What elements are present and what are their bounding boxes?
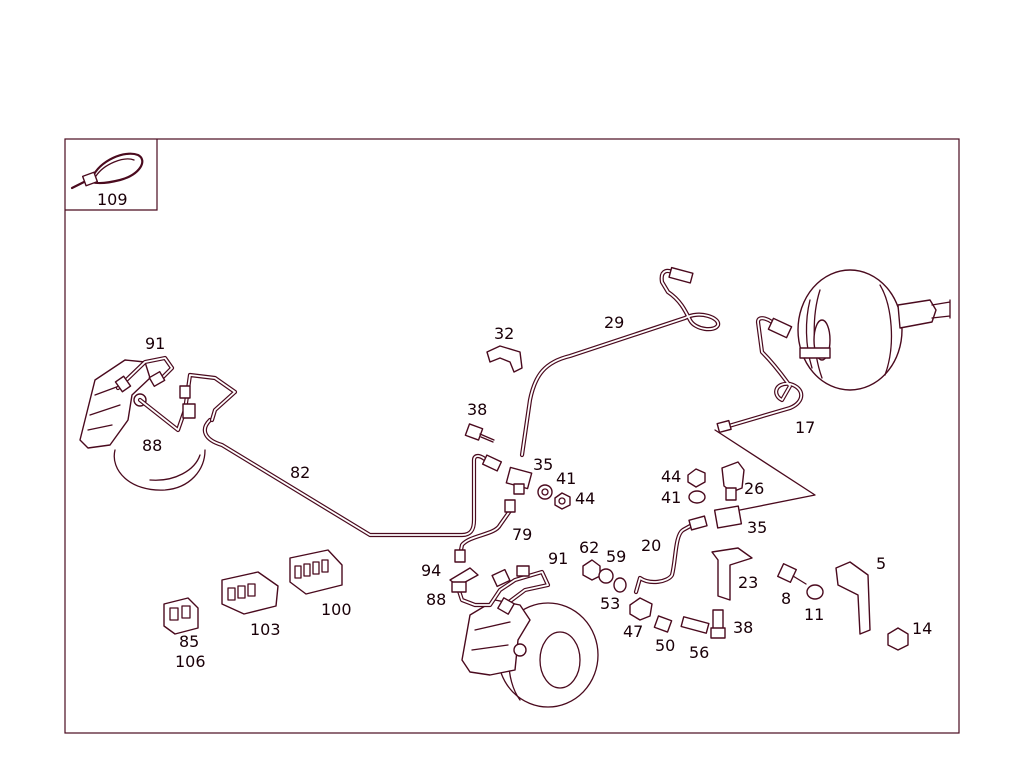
callout-106: 106 <box>175 652 206 671</box>
leader-lines <box>714 429 816 511</box>
callout-14: 14 <box>912 619 932 638</box>
callout-29: 29 <box>604 313 624 332</box>
callout-11: 11 <box>804 605 824 624</box>
connector-block-100-icon <box>289 549 343 595</box>
inset-label: 109 <box>97 190 128 209</box>
callout-59: 59 <box>606 547 626 566</box>
inset-box <box>65 139 158 211</box>
callout-85: 85 <box>179 632 199 651</box>
callout-8: 8 <box>781 589 791 608</box>
callout-53: 53 <box>600 594 620 613</box>
callout-20: 20 <box>641 536 661 555</box>
callout-17: 17 <box>795 418 815 437</box>
callout-44b: 44 <box>661 467 681 486</box>
callout-79: 79 <box>512 525 532 544</box>
cable-tie-icon <box>70 152 144 190</box>
callout-47: 47 <box>623 622 643 641</box>
callout-94: 94 <box>421 561 441 580</box>
right-brake-caliper-icon <box>461 599 599 708</box>
callout-62: 62 <box>579 538 599 557</box>
fittings <box>114 266 909 651</box>
callout-32: 32 <box>494 324 514 343</box>
callout-23: 23 <box>738 573 758 592</box>
callout-38b: 38 <box>733 618 753 637</box>
connector-block-85-icon <box>163 597 199 635</box>
callout-26: 26 <box>744 479 764 498</box>
callout-41b: 41 <box>661 488 681 507</box>
callout-5: 5 <box>876 554 886 573</box>
diagram-frame <box>64 138 960 734</box>
callout-91b: 91 <box>548 549 568 568</box>
callout-103: 103 <box>250 620 281 639</box>
callout-100: 100 <box>321 600 352 619</box>
callout-50: 50 <box>655 636 675 655</box>
brake-booster-icon <box>797 269 951 391</box>
callout-35b: 35 <box>747 518 767 537</box>
callout-38a: 38 <box>467 400 487 419</box>
callout-88a: 88 <box>142 436 162 455</box>
callout-82: 82 <box>290 463 310 482</box>
callout-91a: 91 <box>145 334 165 353</box>
callout-44a: 44 <box>575 489 595 508</box>
callout-88b: 88 <box>426 590 446 609</box>
callout-35a: 35 <box>533 455 553 474</box>
callout-41a: 41 <box>556 469 576 488</box>
callout-56: 56 <box>689 643 709 662</box>
brake-lines <box>115 268 804 608</box>
connector-block-103-icon <box>221 571 279 615</box>
left-brake-caliper-icon <box>79 359 206 491</box>
